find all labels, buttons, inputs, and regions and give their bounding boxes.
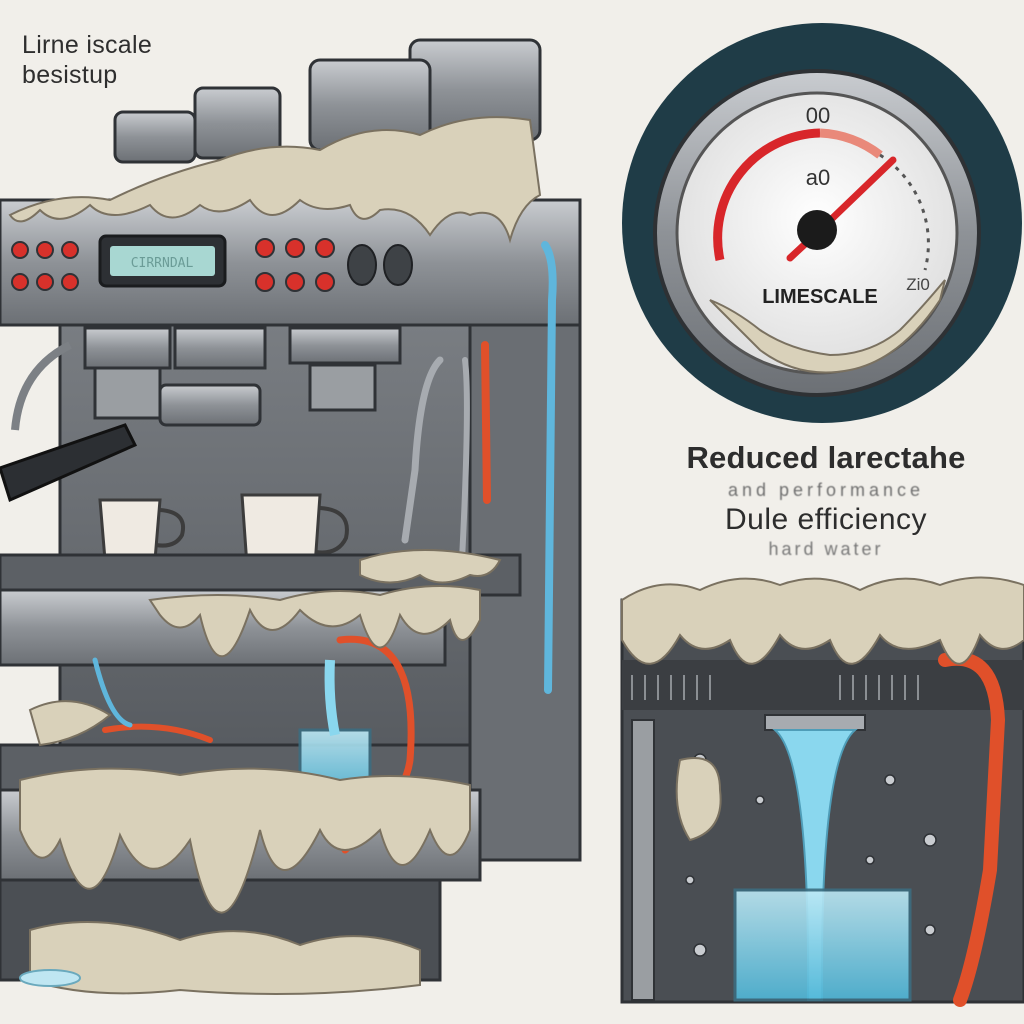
caption-line3: Dule efficiency <box>724 503 928 536</box>
caption-line1: Reduced larectahe <box>686 440 966 475</box>
portafilter-handle <box>0 423 138 503</box>
water-puddle <box>19 969 81 987</box>
control-knobs <box>347 244 413 286</box>
caption-block: Reduced larectahe and performance Dule e… <box>640 440 1012 560</box>
water-glass-closeup <box>733 888 912 1002</box>
closeup-panel <box>620 576 1024 1007</box>
gauge-label: LIMESCALE <box>762 286 878 308</box>
limescale-gauge: 00 a0 Zi0 LIMESCALE <box>622 23 1022 423</box>
gauge-mid-number: a0 <box>806 165 830 190</box>
machine-display-text: CIRRNDAL <box>131 256 194 271</box>
caption-line4: hard water <box>768 539 884 559</box>
top-left-label: Lirne iscale besistup <box>22 30 282 90</box>
caption-line2: and performance <box>727 480 925 500</box>
group-heads <box>83 326 402 427</box>
espresso-machine: CIRRNDAL <box>0 38 582 995</box>
control-buttons <box>11 238 335 292</box>
top-left-label-line2: besistup <box>22 61 118 89</box>
cup-warmer-cups <box>113 38 542 164</box>
top-left-label-line1: Lirne iscale <box>22 31 153 59</box>
gauge-right-number: Zi0 <box>906 275 930 294</box>
limescale-deposits-machine <box>8 116 542 995</box>
gauge-top-number: 00 <box>806 103 830 128</box>
steam-wand <box>11 341 72 431</box>
